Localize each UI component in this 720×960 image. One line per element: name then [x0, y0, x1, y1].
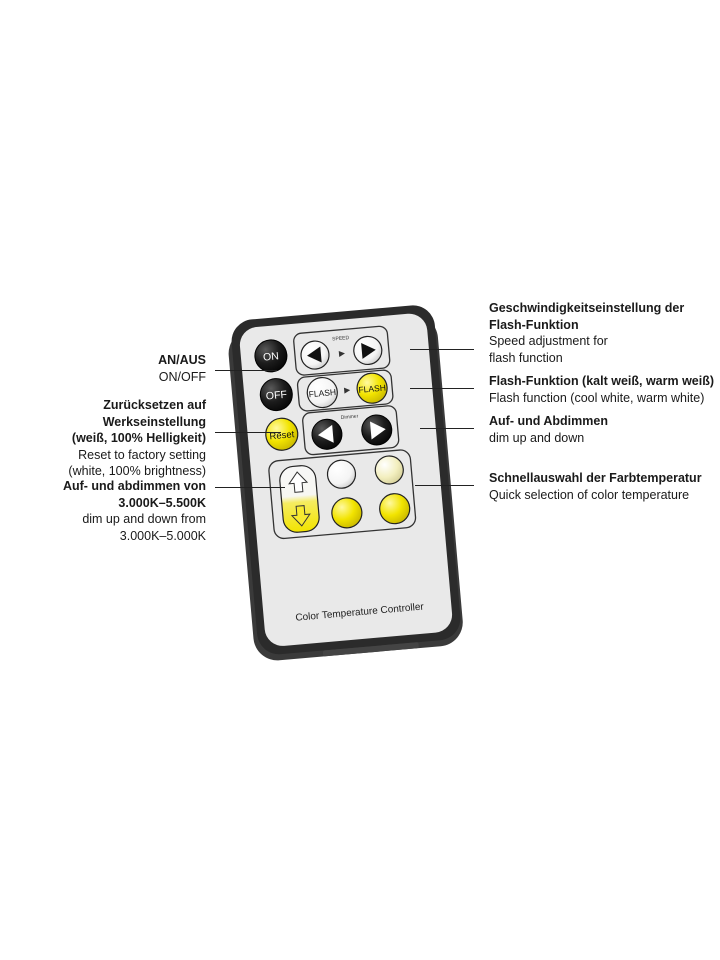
callout-on-off-en: ON/OFF	[158, 369, 206, 384]
arrow-up-icon	[288, 471, 309, 493]
callout-quick-de: Schnellauswahl der Farbtemperatur	[489, 471, 702, 485]
speed-arrow-indicator-icon	[338, 350, 345, 357]
arrow-right-icon	[370, 421, 386, 440]
callout-speed: Geschwindigkeitseinstellung der Flash-Fu…	[489, 300, 684, 366]
leader-flash	[410, 388, 474, 389]
quick-cool-white-button[interactable]	[326, 459, 357, 489]
callout-on-off: AN/AUS ON/OFF	[158, 352, 206, 385]
callout-dim-range-de-2: 3.000K–5.500K	[118, 495, 206, 510]
dim-up-button[interactable]	[361, 414, 394, 447]
flash-warm-button[interactable]: FLASH	[356, 372, 389, 405]
callout-reset-de-2: (weiß, 100% Helligkeit)	[71, 431, 206, 445]
quick-warm-button-2[interactable]	[378, 492, 411, 525]
speed-group-frame	[293, 325, 391, 376]
callout-quick-en: Quick selection of color temperature	[489, 487, 690, 502]
on-button[interactable]: ON	[254, 339, 289, 374]
callout-reset-en-1: Reset to factory setting	[78, 447, 206, 462]
flash-cool-button[interactable]: FLASH	[306, 376, 339, 409]
speed-faster-button[interactable]	[353, 335, 383, 366]
dimmer-group-frame	[302, 405, 400, 456]
arrow-left-icon	[317, 424, 334, 443]
remote-battery-slot	[322, 642, 419, 657]
callout-dim-range-de-1: Auf- und abdimmen von	[62, 479, 206, 493]
callout-speed-de-1: Geschwindigkeitseinstellung der	[489, 301, 685, 315]
callout-flash-de: Flash-Funktion (kalt weiß, warm weiß)	[489, 374, 715, 388]
leader-speed	[410, 349, 474, 350]
callout-dim-range: Auf- und abdimmen von 3.000K–5.500K dim …	[63, 478, 206, 544]
callout-on-off-de: AN/AUS	[158, 353, 206, 367]
callout-quick: Schnellauswahl der Farbtemperatur Quick …	[489, 470, 702, 503]
arrow-left-icon	[307, 346, 322, 363]
color-temperature-rocker[interactable]	[279, 465, 321, 534]
leader-quick	[415, 485, 474, 486]
callout-speed-de-2: Flash-Funktion	[489, 317, 579, 332]
speed-label: SPEED	[332, 335, 350, 342]
callout-reset-en-2: (white, 100% brightness)	[68, 464, 206, 478]
leader-on-off	[215, 370, 277, 371]
quick-warm-button-1[interactable]	[331, 497, 364, 530]
arrow-right-icon	[361, 342, 376, 359]
leader-dim-range	[215, 487, 285, 488]
flash-group-frame	[296, 369, 394, 412]
color-group-frame	[268, 449, 417, 540]
arrow-down-icon	[290, 505, 311, 527]
leader-dim	[420, 428, 474, 429]
flash-arrow-indicator-icon	[343, 387, 351, 394]
dimmer-label: Dimmer	[341, 413, 359, 421]
off-button[interactable]: OFF	[259, 377, 294, 412]
flash-warm-label: FLASH	[358, 383, 386, 395]
dim-down-button[interactable]	[311, 418, 344, 451]
callout-flash: Flash-Funktion (kalt weiß, warm weiß) Fl…	[489, 373, 714, 406]
speed-slower-button[interactable]	[300, 340, 330, 370]
callout-dim-de: Auf- und Abdimmen	[489, 414, 608, 428]
callout-dim: Auf- und Abdimmen dim up and down	[489, 413, 608, 446]
callout-reset-de-1: Zurücksetzen auf Werkseinstellung	[102, 398, 206, 429]
leader-reset	[215, 432, 281, 433]
callout-reset: Zurücksetzen auf Werkseinstellung (weiß,…	[0, 397, 206, 480]
quick-neutral-button[interactable]	[374, 455, 404, 485]
on-label: ON	[263, 350, 280, 363]
callout-flash-en: Flash function (cool white, warm white)	[489, 390, 705, 405]
callout-dim-en: dim up and down	[489, 430, 585, 445]
flash-cool-label: FLASH	[308, 387, 336, 399]
off-label: OFF	[265, 389, 287, 403]
callout-dim-range-en-2: 3.000K–5.000K	[119, 528, 206, 543]
callout-speed-en-1: Speed adjustment for	[489, 334, 608, 348]
callout-dim-range-en-1: dim up and down from	[82, 512, 206, 526]
callout-speed-en-2: flash function	[489, 350, 563, 365]
